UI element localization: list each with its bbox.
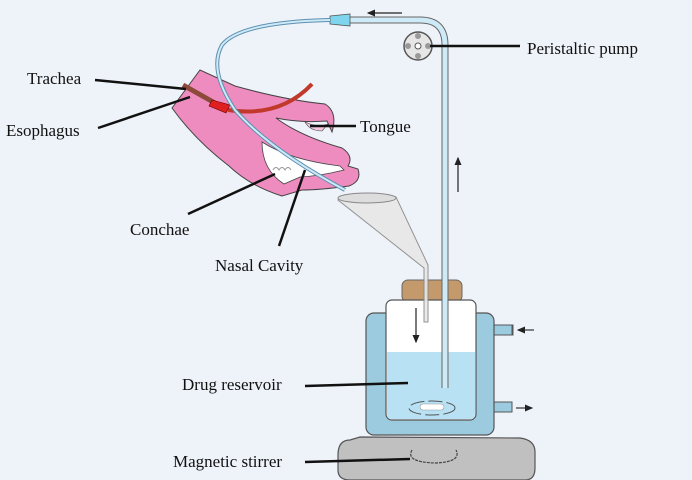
label-conchae: Conchae bbox=[130, 220, 190, 239]
stir-bar bbox=[419, 403, 445, 411]
peristaltic-pump-icon bbox=[403, 31, 433, 61]
magnetic-stirrer bbox=[337, 436, 536, 480]
label-tongue: Tongue bbox=[360, 117, 411, 136]
leader-lines bbox=[94, 44, 520, 464]
cork bbox=[401, 279, 463, 303]
label-magnetic-stirrer: Magnetic stirrer bbox=[173, 452, 283, 471]
label-nasal-cavity: Nasal Cavity bbox=[215, 256, 304, 275]
drug-reservoir-vessel bbox=[385, 299, 477, 421]
label-trachea: Trachea bbox=[27, 69, 82, 88]
label-drug-reservoir: Drug reservoir bbox=[182, 375, 282, 394]
rotation-arrow-icon bbox=[410, 449, 458, 464]
label-esophagus: Esophagus bbox=[6, 121, 80, 140]
label-peristaltic-pump: Peristaltic pump bbox=[527, 39, 638, 58]
connector bbox=[329, 13, 351, 27]
funnel bbox=[336, 192, 429, 323]
